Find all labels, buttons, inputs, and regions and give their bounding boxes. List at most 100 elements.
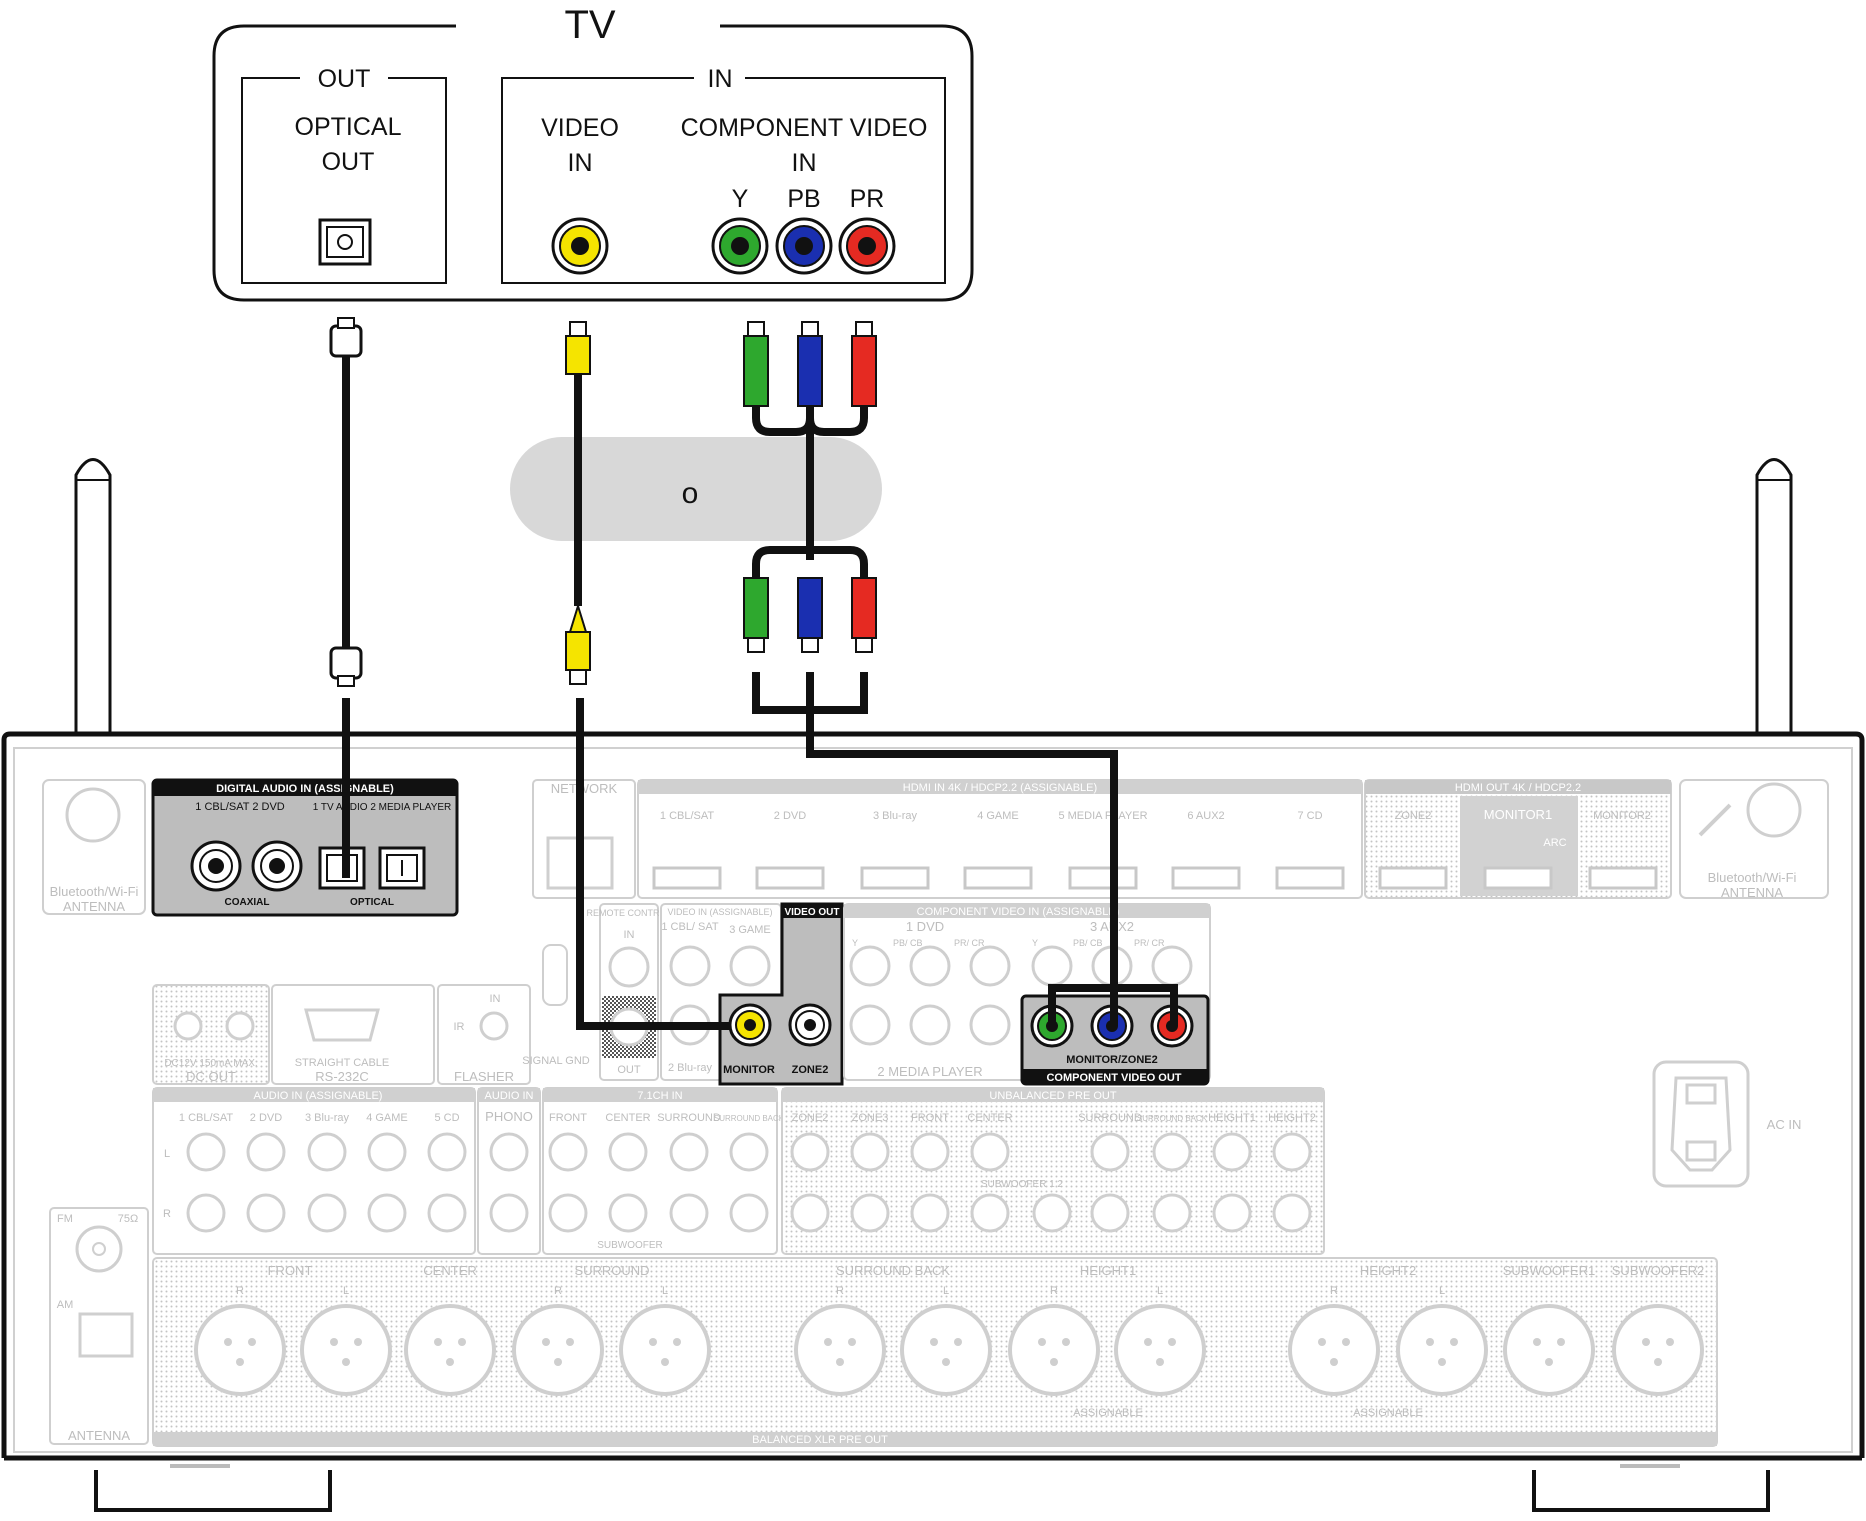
composite-video-cable: [565, 321, 730, 1030]
tv-title: TV: [564, 3, 615, 47]
ch71-jack-pair[interactable]: SURROUND: [657, 1112, 721, 1233]
optical-jack-2[interactable]: [378, 846, 426, 890]
xlr-group-label: CENTER: [423, 1263, 476, 1278]
hdmi-in-port[interactable]: 2 DVD: [755, 810, 825, 890]
video-out-panel: VIDEO OUT MONITOR ZONE2: [718, 902, 844, 1086]
unbalanced-out-jack[interactable]: [1152, 1193, 1192, 1233]
xlr-jack[interactable]: [1503, 1304, 1595, 1396]
xlr-group-label: HEIGHT2: [1360, 1263, 1416, 1278]
unbalanced-out-label: SURROUND BACK: [1137, 1114, 1208, 1123]
xlr-jack[interactable]: [900, 1304, 992, 1396]
svg-text:Bluetooth/Wi-Fi: Bluetooth/Wi-Fi: [50, 884, 139, 899]
unbalanced-out-jack[interactable]: [1152, 1132, 1192, 1172]
tv-panel: TV OUT OPTICAL OUT IN VIDEO IN COMPONENT…: [212, 3, 974, 302]
hdmi-in-port[interactable]: 6 AUX2: [1171, 810, 1241, 890]
hdmi-in-port[interactable]: 3 Blu-ray: [860, 810, 930, 890]
svg-text:NETWORK: NETWORK: [551, 781, 618, 796]
unbalanced-out-jack[interactable]: [970, 1132, 1010, 1172]
hdmi-in-port-label: 4 GAME: [977, 810, 1019, 822]
audio-in-jack-pair[interactable]: 1 CBL/SAT: [179, 1112, 233, 1233]
svg-text:IN: IN: [624, 929, 635, 941]
hdmi-in-port[interactable]: 7 CD: [1275, 810, 1345, 890]
hdmi-in-port-label: 5 MEDIA PLAYER: [1058, 810, 1147, 822]
svg-text:1 DVD: 1 DVD: [906, 919, 944, 934]
xlr-group-label: SURROUND: [574, 1263, 649, 1278]
xlr-group-label: SUBWOOFER2: [1612, 1263, 1704, 1278]
hdmi-out-monitor1-port[interactable]: [1483, 866, 1553, 890]
xlr-jack[interactable]: [404, 1304, 496, 1396]
xlr-jack[interactable]: [794, 1304, 886, 1396]
unbalanced-out-jack[interactable]: [970, 1193, 1010, 1233]
ch71-jack-pair[interactable]: CENTER: [605, 1112, 651, 1233]
xlr-jack[interactable]: [1396, 1304, 1488, 1396]
ch71-jack-pair[interactable]: FRONT: [548, 1112, 588, 1233]
svg-text:1 CBL/SAT 2 DVD: 1 CBL/SAT 2 DVD: [195, 801, 285, 813]
rs232c-panel: STRAIGHT CABLE RS-232C: [271, 984, 435, 1085]
unbalanced-out-jack[interactable]: [1090, 1193, 1130, 1233]
audio-in-jack-pair[interactable]: 5 CD: [427, 1112, 467, 1233]
xlr-jack[interactable]: [512, 1304, 604, 1396]
svg-text:REMOTE CONTROL: REMOTE CONTROL: [586, 908, 671, 918]
xlr-jack[interactable]: [1612, 1304, 1704, 1396]
svg-text:VIDEO IN (ASSIGNABLE): VIDEO IN (ASSIGNABLE): [667, 907, 772, 917]
unbalanced-out-jack[interactable]: [1272, 1193, 1312, 1233]
unbalanced-out-jack[interactable]: [1272, 1132, 1312, 1172]
hdmi-in-port[interactable]: 5 MEDIA PLAYER: [1058, 810, 1148, 890]
svg-text:ANTENNA: ANTENNA: [1721, 885, 1783, 900]
xlr-jack[interactable]: [1008, 1304, 1100, 1396]
hdmi-in-port[interactable]: 1 CBL/SAT: [652, 810, 722, 890]
xlr-channel-label: L: [343, 1285, 349, 1297]
unbalanced-out-jack[interactable]: [1032, 1193, 1072, 1233]
tv-out-label: OUT: [318, 65, 371, 93]
unbalanced-out-jack[interactable]: [1212, 1193, 1252, 1233]
svg-text:COMPONENT VIDEO IN (ASSIGNABLE: COMPONENT VIDEO IN (ASSIGNABLE): [917, 906, 1120, 918]
xlr-jack[interactable]: [1288, 1304, 1380, 1396]
unbalanced-out-jack[interactable]: [850, 1132, 890, 1172]
unbalanced-out-jack[interactable]: [850, 1193, 890, 1233]
unbalanced-out-label: HEIGHT1: [1208, 1112, 1256, 1124]
xlr-channel-label: R: [1330, 1285, 1338, 1297]
unbalanced-out-jack[interactable]: [790, 1132, 830, 1172]
hdmi-in-panel: HDMI IN 4K / HDCP2.2 (ASSIGNABLE) 1 CBL/…: [637, 779, 1363, 899]
svg-text:PB/ CB: PB/ CB: [1073, 938, 1103, 948]
xlr-jack[interactable]: [194, 1304, 286, 1396]
bt-antenna-left: Bluetooth/Wi-Fi ANTENNA: [42, 779, 146, 915]
xlr-jack[interactable]: [619, 1304, 711, 1396]
xlr-channel-label: R: [236, 1285, 244, 1297]
unbalanced-out-jack[interactable]: [910, 1132, 950, 1172]
unbalanced-out-jack[interactable]: [910, 1193, 950, 1233]
tv-pb-jack[interactable]: [775, 217, 833, 275]
bt-antenna-right: Bluetooth/Wi-Fi ANTENNA: [1679, 779, 1829, 900]
signal-gnd: SIGNAL GND: [522, 944, 590, 1067]
unbalanced-out-jack[interactable]: [790, 1193, 830, 1233]
unbalanced-out-jack[interactable]: [1212, 1132, 1252, 1172]
xlr-jack[interactable]: [300, 1304, 392, 1396]
xlr-channel-label: L: [943, 1285, 949, 1297]
video-out-zone2-jack[interactable]: [788, 1003, 832, 1047]
tv-pr-jack[interactable]: [838, 217, 896, 275]
component-in-label-1: COMPONENT VIDEO: [681, 114, 928, 142]
coaxial-jack-2[interactable]: [251, 840, 303, 892]
ch71-jack-pair[interactable]: SURROUND BACK: [714, 1114, 785, 1233]
coaxial-jack-1[interactable]: [190, 840, 242, 892]
audio-in-jack-pair[interactable]: 2 DVD: [246, 1112, 286, 1233]
hdmi-in-port[interactable]: 4 GAME: [963, 810, 1033, 890]
xlr-jack[interactable]: [1114, 1304, 1206, 1396]
hdmi-out-monitor2-port[interactable]: [1588, 866, 1658, 890]
hdmi-in-port-label: 3 Blu-ray: [873, 810, 918, 822]
dc-out-panel: DC12V 150mA MAX. DC OUT: [152, 984, 270, 1085]
video-out-monitor-jack[interactable]: [728, 1003, 772, 1047]
audio-in-jack-pair[interactable]: 4 GAME: [366, 1112, 408, 1233]
tv-optical-port[interactable]: [318, 218, 372, 266]
fm-am-antenna-panel: FM 75Ω AM ANTENNA: [49, 1207, 149, 1445]
audio-in-jack-pair[interactable]: 3 Blu-ray: [305, 1112, 350, 1233]
svg-text:PB/ CB: PB/ CB: [893, 938, 923, 948]
hdmi-out-zone2-port[interactable]: [1378, 866, 1448, 890]
optical-out-label-2: OUT: [322, 148, 375, 176]
or-label: o: [682, 477, 699, 510]
tv-y-jack[interactable]: [711, 217, 769, 275]
unbalanced-out-jack[interactable]: [1090, 1132, 1130, 1172]
svg-text:ZONE2: ZONE2: [1395, 810, 1432, 822]
tv-video-in-jack[interactable]: [551, 217, 609, 275]
